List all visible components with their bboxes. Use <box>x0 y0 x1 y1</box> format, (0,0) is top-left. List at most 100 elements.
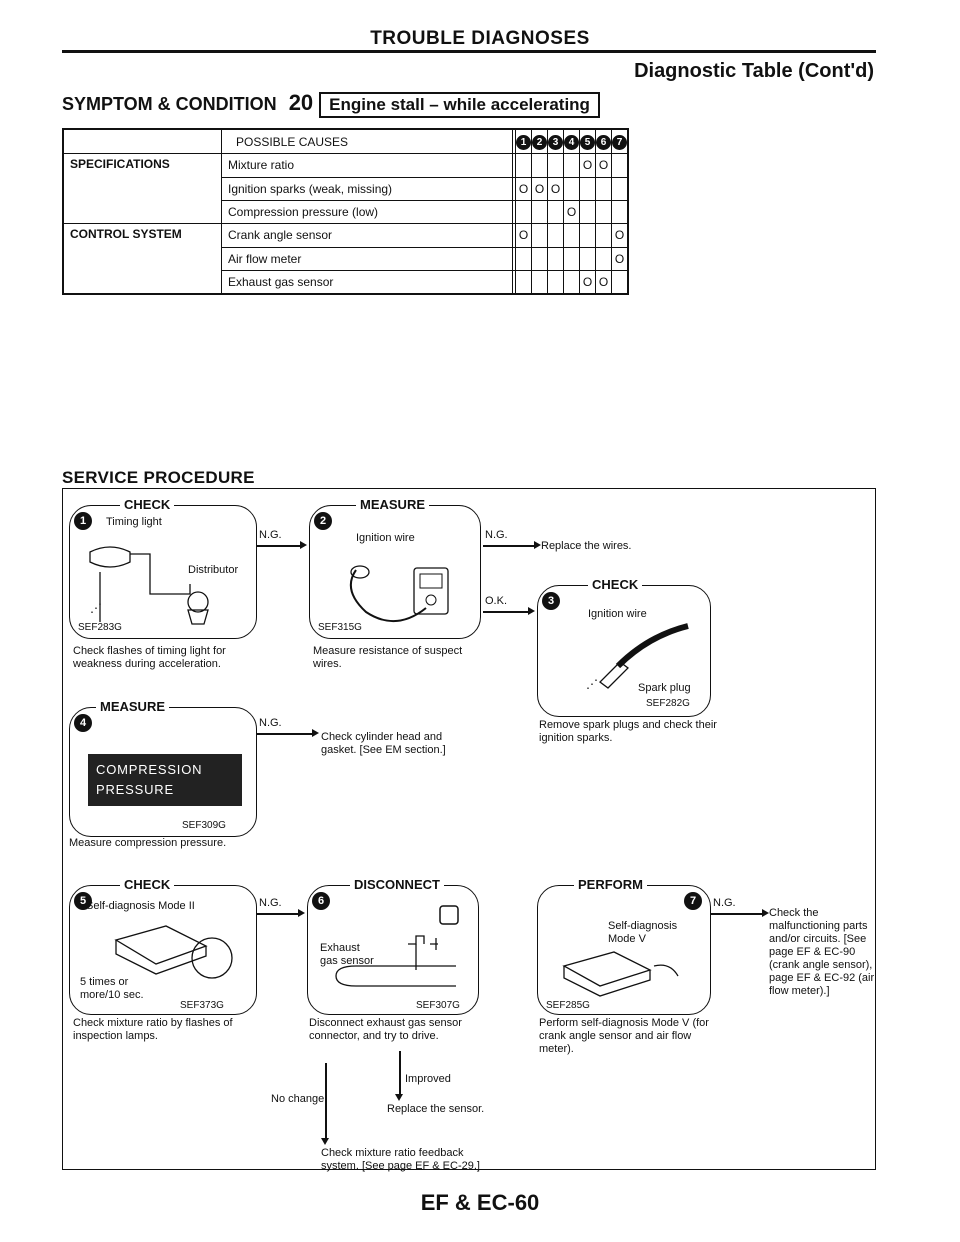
row-mark <box>531 153 548 178</box>
arrow-7 <box>711 910 769 916</box>
row-cause: Air flow meter <box>221 246 513 271</box>
table-row: Air flow meter O <box>62 246 629 271</box>
row-mark: O <box>579 269 596 295</box>
step-6-badge: 6 <box>312 892 330 910</box>
step-4-title: MEASURE <box>96 699 170 714</box>
step-6-description: Disconnect exhaust gas sensor connector,… <box>309 1017 462 1042</box>
row-category <box>62 247 222 270</box>
improved-label: Improved <box>405 1073 451 1085</box>
row-cause: Compression pressure (low) <box>221 199 513 224</box>
step-7-label-mode: Self-diagnosis Mode V <box>608 920 678 945</box>
step-5-label-frequency: 5 times or more/10 sec. <box>80 976 144 1001</box>
row-mark <box>579 176 596 201</box>
row-mark <box>547 246 564 271</box>
arrow-4 <box>257 730 319 736</box>
step-2-title: MEASURE <box>356 497 430 512</box>
row-mark <box>579 199 596 224</box>
compression-pressure-panel: COMPRESSION PRESSURE <box>88 754 242 806</box>
row-mark <box>563 269 580 295</box>
page-number: EF & EC-60 <box>420 1190 540 1215</box>
arrow-2b <box>483 608 535 614</box>
step-number-3: 3 <box>547 128 564 154</box>
row-mark <box>547 269 564 295</box>
step-3-label-spark-plug: Spark plug <box>638 682 691 694</box>
row-mark <box>563 153 580 178</box>
row-mark <box>515 246 532 271</box>
row-mark: O <box>515 176 532 201</box>
step-number-2: 2 <box>531 128 548 154</box>
step-2-box: MEASURE 2 Ignition wire SEF315G <box>309 497 481 639</box>
service-procedure-title: SERVICE PROCEDURE <box>62 468 255 487</box>
step-2-badge: 2 <box>314 512 332 530</box>
step-5-box: CHECK 5 Self-diagnosis Mode II 5 times o… <box>69 877 257 1015</box>
row-cause: Exhaust gas sensor <box>221 269 513 295</box>
row-cause: Crank angle sensor <box>221 223 513 248</box>
step-5-code: SEF373G <box>180 1000 224 1011</box>
step-1-label-timing-light: Timing light <box>106 516 162 528</box>
row-category <box>62 177 222 200</box>
row-mark <box>595 223 612 248</box>
table-corner <box>62 128 222 154</box>
step-6-title: DISCONNECT <box>350 877 444 892</box>
step-number-4: 4 <box>563 128 580 154</box>
step-1-badge: 1 <box>74 512 92 530</box>
row-mark: O <box>515 223 532 248</box>
row-mark <box>563 246 580 271</box>
step-3-description: Remove spark plugs and check their ignit… <box>539 719 717 744</box>
step-3-title: CHECK <box>588 577 643 592</box>
symptom-label: SYMPTOM & CONDITION <box>62 94 277 114</box>
step-7-box: PERFORM 7 Self-diagnosis Mode V SEF285G <box>537 877 711 1015</box>
step-3-code: SEF282G <box>646 698 690 709</box>
step-4-description: Measure compression pressure. <box>69 837 227 849</box>
step-7-code: SEF285G <box>546 1000 590 1011</box>
step-number-6: 6 <box>595 128 612 154</box>
step-5-description: Check mixture ratio by flashes of inspec… <box>73 1017 233 1042</box>
step-number-7: 7 <box>611 128 629 154</box>
page-header: TROUBLE DIAGNOSES <box>370 28 590 49</box>
replace-sensor-result: Replace the sensor. <box>387 1103 485 1115</box>
spark-plug-icon: ⋰ <box>586 623 689 691</box>
step-5-label-mode: Self-diagnosis Mode II <box>86 900 195 912</box>
arrow-2-label: N.G. <box>485 529 508 541</box>
row-mark <box>595 199 612 224</box>
row-mark <box>515 269 532 295</box>
diagnostic-table: POSSIBLE CAUSES 1 2 3 4 5 6 7 SPECIFICAT… <box>62 128 629 295</box>
row-mark: O <box>611 246 629 271</box>
arrow-7-label: N.G. <box>713 897 736 909</box>
row-mark <box>515 153 532 178</box>
row-mark <box>531 246 548 271</box>
check-feedback-result: Check mixture ratio feedback system. [Se… <box>321 1147 480 1172</box>
arrow-5 <box>257 910 305 916</box>
page-subtitle: Diagnostic Table (Cont'd) <box>634 60 874 82</box>
row-mark: O <box>563 199 580 224</box>
ecu-unit-icon <box>114 925 233 979</box>
improved-arrow <box>396 1051 402 1101</box>
row-mark <box>611 269 629 295</box>
row-mark <box>531 199 548 224</box>
row-mark <box>611 176 629 201</box>
ohmmeter-icon <box>349 565 449 623</box>
step-4-box: MEASURE 4 COMPRESSION PRESSURE SEF309G <box>69 699 257 837</box>
row-category: CONTROL SYSTEM <box>62 223 222 247</box>
no-change-arrow <box>322 1063 328 1145</box>
step-6-label-sensor: Exhaust gas sensor <box>320 942 374 967</box>
row-mark <box>579 223 596 248</box>
row-mark <box>547 153 564 178</box>
row-cause: Ignition sparks (weak, missing) <box>221 176 513 201</box>
step-1-title: CHECK <box>120 497 175 512</box>
possible-causes-header: POSSIBLE CAUSES <box>221 128 513 154</box>
arrow-1-label: N.G. <box>259 529 282 541</box>
no-change-label: No change <box>271 1093 325 1105</box>
service-procedure-frame: CHECK 1 Timing light Distributor ⋰ SEF28… <box>62 488 876 1172</box>
svg-text:⋰: ⋰ <box>90 601 102 615</box>
arrow-2b-label: O.K. <box>485 595 508 607</box>
row-category <box>62 200 222 224</box>
step-1-box: CHECK 1 Timing light Distributor ⋰ SEF28… <box>69 497 257 639</box>
step-4-code: SEF309G <box>182 820 226 831</box>
symptom-number: 20 <box>288 90 314 115</box>
